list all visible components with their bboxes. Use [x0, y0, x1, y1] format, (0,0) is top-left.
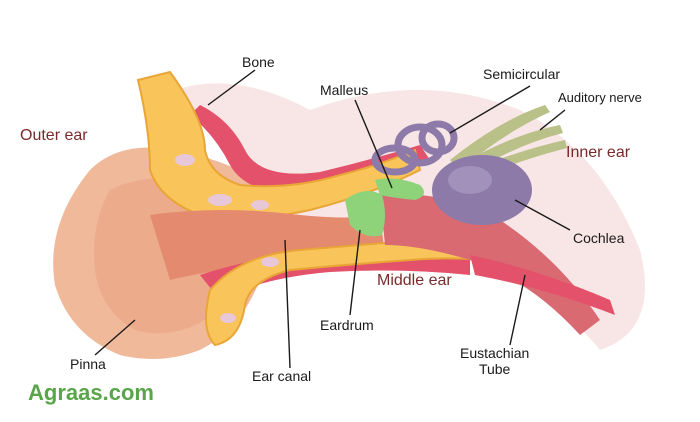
label-eardrum: Eardrum: [320, 317, 374, 333]
bone-pore: [208, 194, 232, 206]
bone-pore: [175, 154, 195, 166]
bone-pore: [261, 257, 279, 267]
bone-pore: [251, 200, 269, 210]
bone-pore: [220, 313, 236, 323]
label-eustachian-tube: Eustachian Tube: [460, 345, 529, 377]
label-bone: Bone: [242, 54, 275, 70]
label-inner-ear: Inner ear: [566, 145, 630, 161]
site-watermark: Agraas.com: [28, 380, 154, 406]
label-middle-ear: Middle ear: [377, 273, 452, 289]
label-outer-ear: Outer ear: [20, 128, 88, 144]
label-pinna: Pinna: [70, 356, 106, 372]
label-malleus: Malleus: [320, 82, 368, 98]
label-cochlea: Cochlea: [573, 230, 624, 246]
label-auditory-nerve: Auditory nerve: [558, 90, 642, 106]
label-ear-canal: Ear canal: [252, 368, 311, 384]
cochlea-highlight: [448, 166, 492, 194]
label-semicircular: Semicircular: [483, 66, 560, 82]
